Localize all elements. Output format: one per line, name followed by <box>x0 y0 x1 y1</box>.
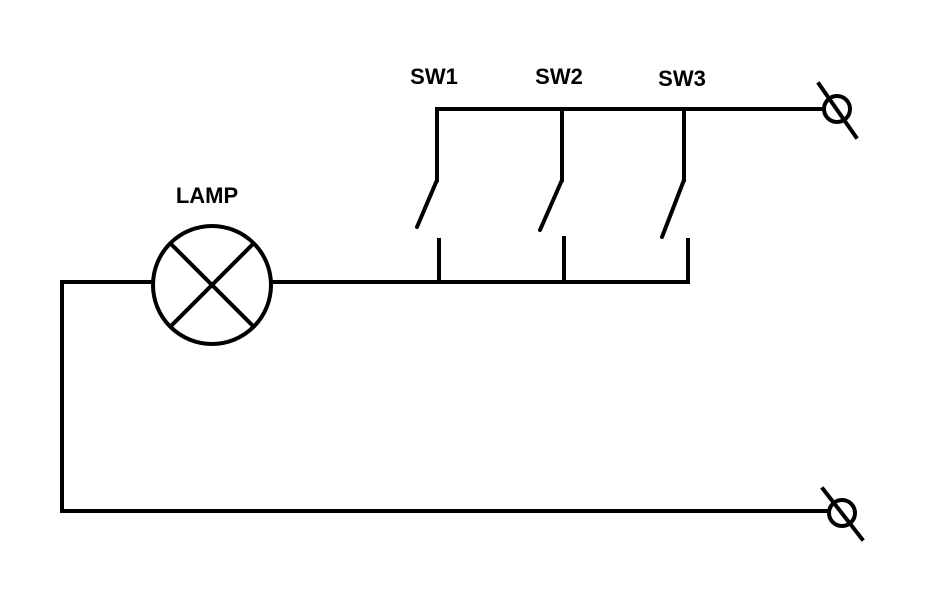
switch-sw3 <box>660 107 690 284</box>
terminal-top <box>816 81 859 140</box>
lamp-cross-line-2 <box>168 241 256 329</box>
terminal-bottom-circle <box>827 498 857 528</box>
switch-sw2-label: SW2 <box>535 64 583 89</box>
lamp-label: LAMP <box>176 183 238 208</box>
switch-sw1 <box>415 107 441 284</box>
lamp-symbol <box>151 224 273 346</box>
switch-sw2-blade <box>538 178 564 232</box>
lamp-circle <box>151 224 273 346</box>
switch-sw1-blade <box>415 178 439 229</box>
terminal-top-circle <box>822 94 852 124</box>
switch-sw1-label: SW1 <box>410 64 458 89</box>
switch-sw3-blade <box>660 178 686 239</box>
switch-sw3-label: SW3 <box>658 66 706 91</box>
terminal-bottom <box>820 486 865 542</box>
terminal-top-slash <box>816 81 859 140</box>
terminal-bottom-slash <box>820 486 865 542</box>
switch-sw2 <box>538 107 566 284</box>
